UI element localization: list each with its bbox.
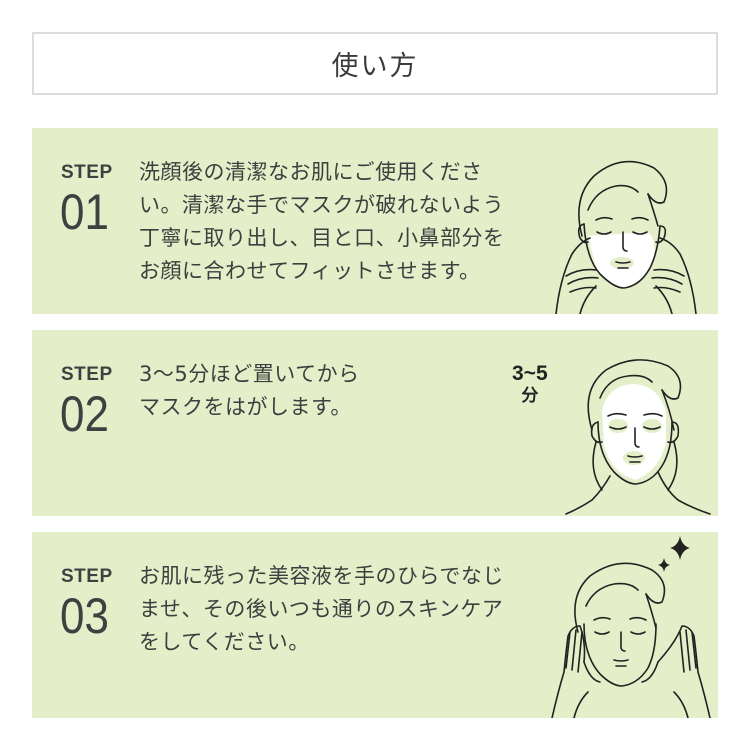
step-number: 02 [60,386,109,442]
step-description: お肌に残った美容液を手のひらでなじ ませ、その後いつも通りのスキンケア をしてく… [139,560,549,659]
step-number: 03 [60,588,109,644]
step-description: 洗顔後の清潔なお肌にご使用くださ い。清潔な手でマスクが破れないよう 丁寧に取り… [139,156,549,288]
sparkle-icon [670,536,690,560]
step-number: 01 [60,184,109,240]
step-text-line: お肌に残った美容液を手のひらでなじ [139,564,504,588]
step-text-line: お顔に合わせてフィットさせます。 [139,259,481,283]
step-label: STEP [61,364,113,385]
sparkle-icon [658,558,670,572]
time-range: 3~5 [512,362,548,385]
step-text-line: 丁寧に取り出し、目と口、小鼻部分を [139,226,505,250]
section-title-box: 使い方 [32,32,718,95]
page-title: 使い方 [331,51,419,82]
face-wearing-mask-icon [565,359,711,515]
step-text-line: ませ、その後いつも通りのスキンケア [139,597,504,621]
step-text-line: い。清潔な手でマスクが破れないよう [139,193,505,217]
step-panel-02: STEP 02 3～5分ほど置いてから マスクをはがします。 3~5 分 [32,330,718,516]
time-badge: 3~5 分 [512,362,548,406]
step-label: STEP [61,162,113,183]
face-applying-mask-icon [555,160,697,314]
step-text-line: マスクをはがします。 [139,395,352,419]
step-text-line: をしてください。 [139,630,310,654]
face-hands-sparkle-icon [551,536,711,718]
step-text-line: 洗顔後の清潔なお肌にご使用くださ [139,160,483,184]
step-description: 3～5分ほど置いてから マスクをはがします。 [139,358,549,424]
step-label: STEP [61,566,113,587]
time-unit: 分 [521,386,539,405]
step-text-line: 3～5分ほど置いてから [139,362,360,386]
step-panel-03: STEP 03 お肌に残った美容液を手のひらでなじ ませ、その後いつも通りのスキ… [32,532,718,718]
step-panel-01: STEP 01 洗顔後の清潔なお肌にご使用くださ い。清潔な手でマスクが破れない… [32,128,718,314]
